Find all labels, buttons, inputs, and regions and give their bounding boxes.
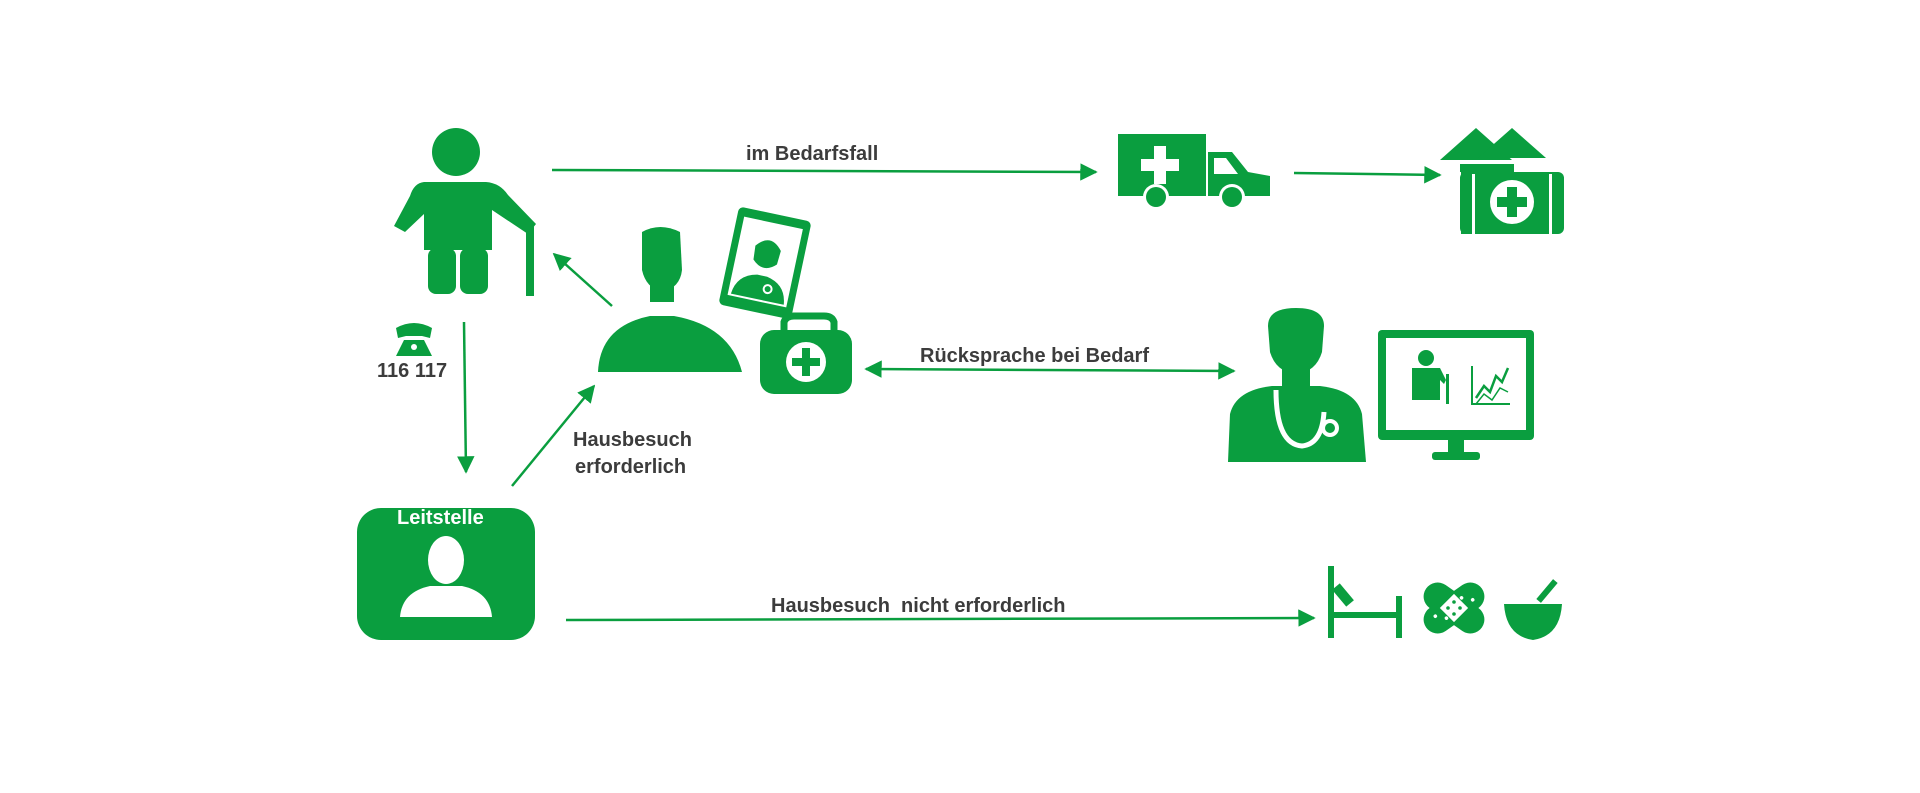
arrow-patient-to-leitstelle xyxy=(457,321,475,474)
bandage-icon xyxy=(1423,582,1485,634)
arrow-patient-to-ambulance xyxy=(551,163,1098,181)
elderly-patient-icon xyxy=(394,128,536,296)
label-leitstelle: Leitstelle xyxy=(397,507,484,529)
label-hausbesuch-nicht-erforderlich: Hausbesuch nicht erforderlich xyxy=(771,595,1066,617)
arrow-consultation xyxy=(864,360,1236,380)
ambulance-icon xyxy=(1118,134,1270,210)
hospital-building-detail xyxy=(1460,128,1564,234)
tablet-doctor-icon xyxy=(719,207,811,319)
arrow-doctor-to-patient xyxy=(552,252,613,307)
label-im-bedarfsfall: im Bedarfsfall xyxy=(746,143,879,165)
arrow-ambulance-to-hospital xyxy=(1293,166,1442,184)
label-hausbesuch-erforderlich-1: Hausbesuch xyxy=(573,429,692,451)
monitor-icon xyxy=(1378,330,1534,460)
label-ruecksprache: Rücksprache bei Bedarf xyxy=(920,345,1149,367)
arrow-leitstelle-to-doctor xyxy=(511,384,596,487)
bed-icon xyxy=(1328,566,1402,638)
medical-bag-icon xyxy=(760,312,852,394)
label-phone-number: 116 117 xyxy=(377,360,448,382)
label-hausbesuch-erforderlich-2: erforderlich xyxy=(575,456,687,478)
doctor-icon xyxy=(598,227,742,372)
telephone-icon xyxy=(396,323,432,356)
mortar-icon xyxy=(1504,579,1562,640)
telemedicine-doctor-icon xyxy=(1228,308,1366,462)
dispatcher-icon xyxy=(357,508,535,640)
arrow-leitstelle-to-self-care xyxy=(565,609,1316,627)
